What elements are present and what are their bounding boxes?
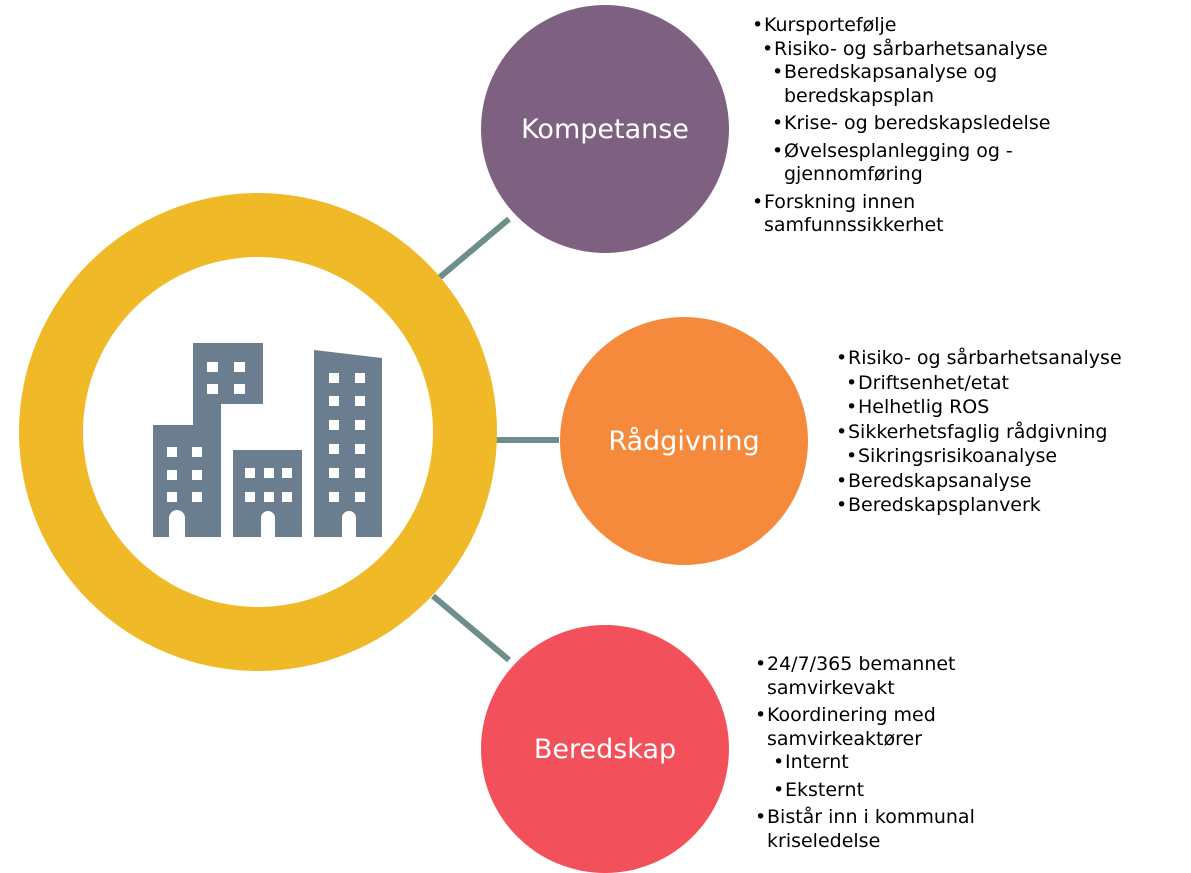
node-kompetanse-label: Kompetanse	[521, 113, 689, 145]
node-beredskap: Beredskap	[481, 625, 729, 873]
list-item: 24/7/365 bemannet samvirkevakt	[755, 653, 1002, 700]
list-item: Beredskapsplanverk	[836, 493, 1181, 518]
list-item: Kursportefølje	[752, 14, 1092, 38]
list-item: Sikringsrisikoanalyse	[846, 444, 1181, 469]
list-item: Koordinering med samvirkeaktører	[755, 704, 1002, 751]
list-item: Bistår inn i kommunal kriseledelse	[755, 806, 1027, 853]
list-item: Beredskapsanalyse	[836, 469, 1181, 494]
node-radgivning: Rådgivning	[560, 317, 808, 565]
list-item: Internt	[773, 751, 1025, 775]
node-radgivning-label: Rådgivning	[608, 425, 760, 457]
beredskap-bullet-list: 24/7/365 bemannet samvirkevakt Koordiner…	[755, 653, 1025, 853]
connector-kompetanse	[431, 216, 511, 286]
list-item: Eksternt	[773, 779, 1025, 803]
list-item: Risiko- og sårbarhetsanalyse	[762, 38, 1092, 62]
list-item: Driftsenhet/etat	[846, 371, 1181, 396]
connector-beredskap	[431, 593, 511, 663]
list-item: Sikkerhetsfaglig rådgivning	[836, 420, 1181, 445]
node-beredskap-label: Beredskap	[533, 733, 677, 765]
list-item: Forskning innen samfunnssikkerhet	[752, 191, 984, 238]
list-item: Beredskapsanalyse og beredskapsplan	[772, 61, 1054, 108]
kompetanse-bullet-list: Kursportefølje Risiko- og sårbarhetsanal…	[752, 14, 1092, 238]
list-item: Krise- og beredskapsledelse	[772, 112, 1092, 136]
list-item: Risiko- og sårbarhetsanalyse	[836, 346, 1181, 371]
list-item: Øvelsesplanlegging og -gjennomføring	[772, 140, 1054, 187]
city-buildings-icon	[153, 343, 382, 537]
radgivning-bullet-list: Risiko- og sårbarhetsanalyse Driftsenhet…	[836, 346, 1181, 518]
list-item: Helhetlig ROS	[846, 395, 1181, 420]
node-kompetanse: Kompetanse	[481, 5, 729, 253]
